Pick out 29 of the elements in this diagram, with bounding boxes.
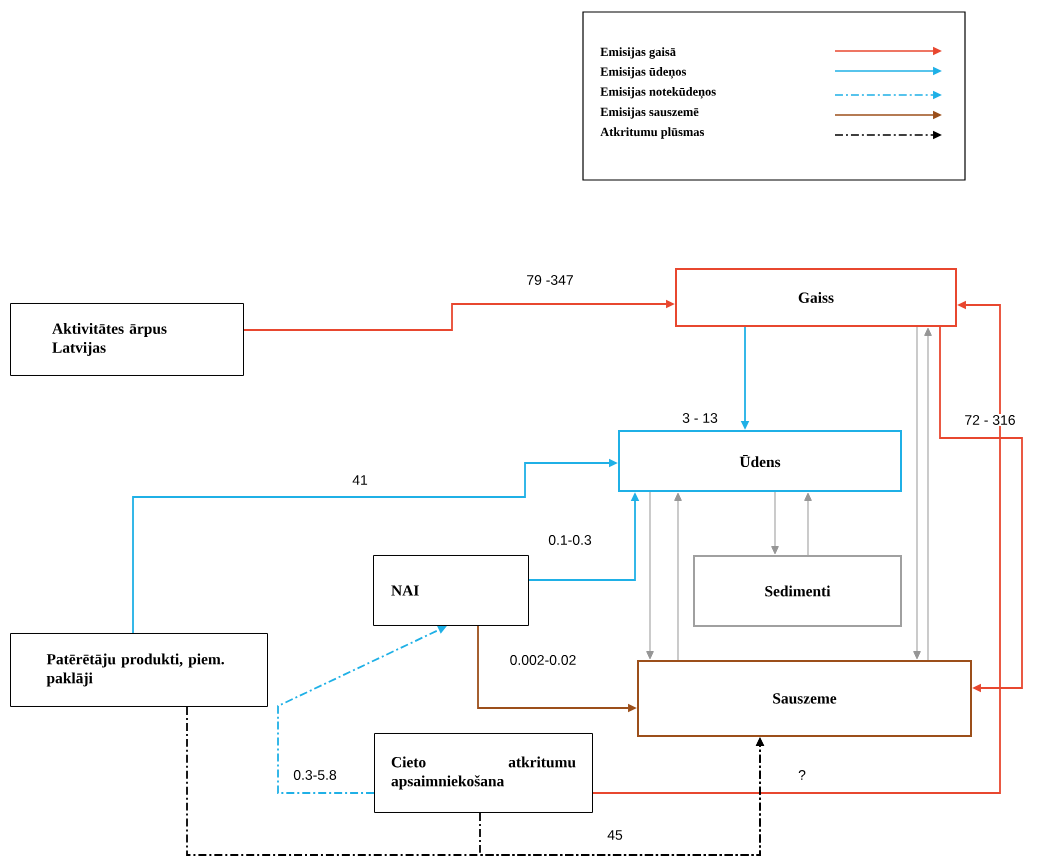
process-box: Patērētāju produkti, piem. paklāji [10,633,268,707]
edge-label: 79 -347 [525,274,575,286]
edge-label: 45 [606,829,624,841]
process-box: Gaiss [675,268,957,327]
edge-label: 72 - 316 [963,414,1017,426]
process-box: Aktivitātes ārpus Latvijas [10,303,244,376]
edge-label: 0.3-5.8 [292,769,338,781]
edge-label: 0.002-0.02 [508,654,578,666]
legend-label: Atkritumu plūsmas [600,127,705,139]
legend-label: Emisijas sauszemē [600,107,699,119]
process-box: Sauszeme [637,660,972,737]
legend-label: Emisijas notekūdeņos [600,87,716,99]
arrow [804,492,812,556]
process-box: NAI [373,555,529,626]
arrow [913,326,921,660]
legend-label: Emisijas gaisā [600,47,676,59]
arrow [924,327,932,661]
legend-label: Emisijas ūdeņos [600,67,687,79]
arrow [939,326,1023,693]
process-box: Cieto atkritumu apsaimniekošana [374,733,593,813]
process-box: Ūdens [618,430,902,492]
edge-label: ? [797,769,807,781]
edge-label: 0.1-0.3 [547,534,593,546]
arrow [674,492,682,661]
edge-label: 3 - 13 [681,412,719,424]
arrow [646,491,654,660]
arrow [771,491,779,555]
edge-label: 41 [351,474,369,486]
process-box: Sedimenti [693,555,902,627]
